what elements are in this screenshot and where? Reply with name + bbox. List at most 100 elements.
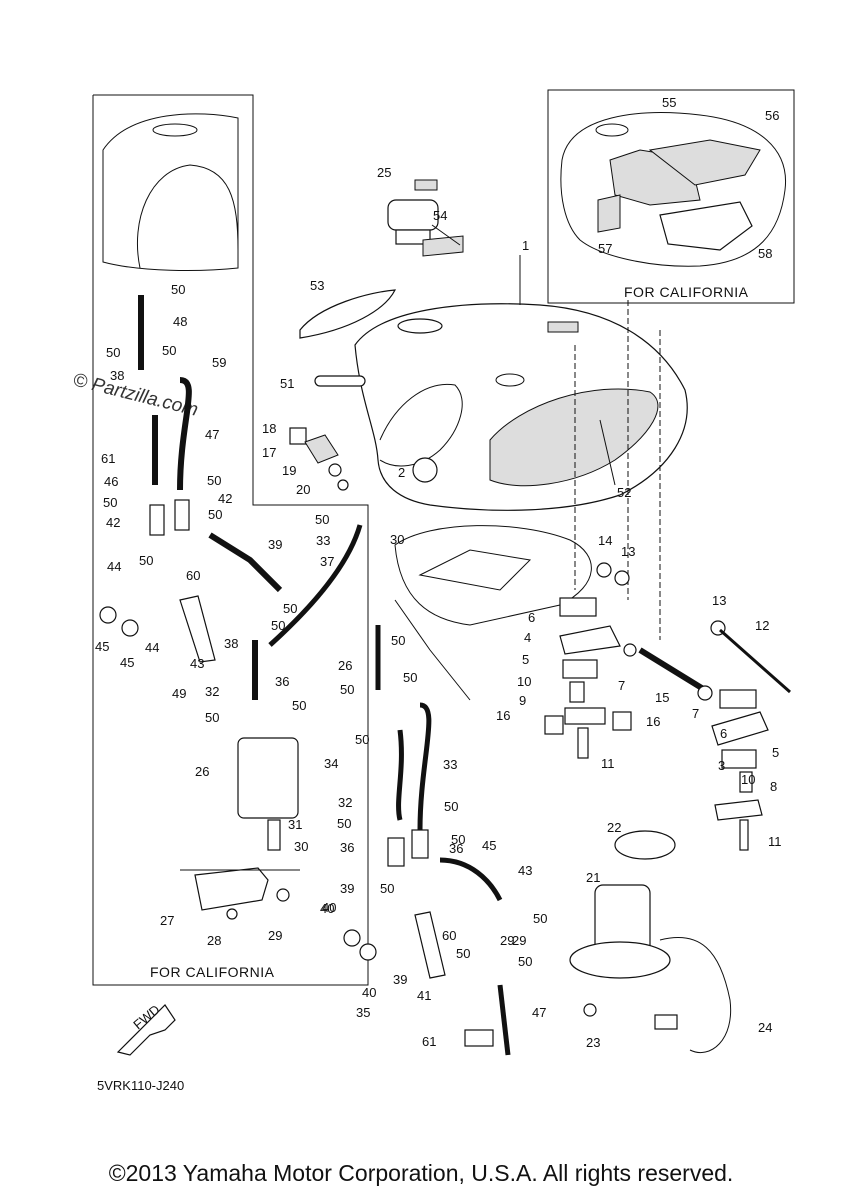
part-callout-50: 50 [391,633,405,648]
frame-sketch [394,525,592,701]
part-callout-50: 50 [106,345,120,360]
part-callout-47: 47 [532,1005,546,1020]
part-callout-7: 7 [618,678,625,693]
part-callout-30: 30 [294,839,308,854]
part-callout-13: 13 [621,544,635,559]
part-callout-54: 54 [433,208,447,223]
part-callout-40: 40 [320,901,334,916]
part-callout-25: 25 [377,165,391,180]
part-callout-13: 13 [712,593,726,608]
part-callout-44: 44 [145,640,159,655]
part-callout-6: 6 [720,726,727,741]
part-callout-56: 56 [765,108,779,123]
part-callout-16: 16 [646,714,660,729]
part-callout-50: 50 [103,495,117,510]
part-callout-21: 21 [586,870,600,885]
part-callout-29: 29 [500,933,514,948]
part-callout-50: 50 [456,946,470,961]
part-callout-39: 39 [268,537,282,552]
part-callout-50: 50 [283,601,297,616]
diagram-code: 5VRK110-J240 [97,1078,184,1093]
part-callout-53: 53 [310,278,324,293]
part-callout-50: 50 [533,911,547,926]
part-callout-2: 2 [398,465,405,480]
part-callout-46: 46 [104,474,118,489]
fuel-tank [354,300,688,640]
part-callout-61: 61 [422,1034,436,1049]
part-callout-26: 26 [338,658,352,673]
part-callout-61: 61 [101,451,115,466]
part-callout-6: 6 [528,610,535,625]
part-callout-50: 50 [271,618,285,633]
part-callout-59: 59 [212,355,226,370]
part-callout-22: 22 [607,820,621,835]
part-callout-50: 50 [380,881,394,896]
part-callout-10: 10 [741,772,755,787]
part-callout-48: 48 [173,314,187,329]
forward-arrow: FWD [116,1002,176,1056]
part-callout-1: 1 [522,238,529,253]
part-callout-50: 50 [355,732,369,747]
part-callout-17: 17 [262,445,276,460]
part-callout-31: 31 [288,817,302,832]
part-callout-16: 16 [496,708,510,723]
california-tank-sketch [102,113,239,271]
part-callout-51: 51 [280,376,294,391]
part-callout-50: 50 [162,343,176,358]
part-callout-38: 38 [224,636,238,651]
part-callout-9: 9 [519,693,526,708]
part-callout-35: 35 [356,1005,370,1020]
part-callout-50: 50 [337,816,351,831]
part-callout-20: 20 [296,482,310,497]
part-callout-15: 15 [655,690,669,705]
part-callout-40: 40 [322,900,336,915]
part-callout-32: 32 [205,684,219,699]
part-callout-5: 5 [522,652,529,667]
part-callout-10: 10 [517,674,531,689]
part-callout-26: 26 [195,764,209,779]
part-callout-33: 33 [443,757,457,772]
part-callout-3: 3 [718,758,725,773]
part-callout-11: 11 [768,834,782,849]
california-box-right: FOR CALIFORNIA [547,89,795,304]
part-callout-50: 50 [207,473,221,488]
part-callout-50: 50 [205,710,219,725]
part-callout-43: 43 [518,863,532,878]
part-callout-42: 42 [218,491,232,506]
part-callout-12: 12 [755,618,769,633]
part-callout-50: 50 [444,799,458,814]
part-callout-40: 40 [362,985,376,1000]
parts-shapes [99,179,791,1056]
part-callout-39: 39 [340,881,354,896]
part-callout-50: 50 [208,507,222,522]
part-callout-4: 4 [524,630,531,645]
part-callout-43: 43 [190,656,204,671]
part-callout-28: 28 [207,933,221,948]
part-callout-50: 50 [518,954,532,969]
part-callout-38: 38 [110,368,124,383]
part-callout-33: 33 [316,533,330,548]
part-callout-36: 36 [340,840,354,855]
part-callout-11: 11 [601,756,615,771]
part-callout-42: 42 [106,515,120,530]
california-box-left: FOR CALIFORNIA [92,94,369,986]
part-callout-58: 58 [758,246,772,261]
part-callout-50: 50 [315,512,329,527]
part-callout-41: 41 [417,988,431,1003]
part-callout-60: 60 [442,928,456,943]
part-callout-50: 50 [340,682,354,697]
box-title-left: FOR CALIFORNIA [150,964,275,980]
part-callout-57: 57 [598,241,612,256]
copyright-notice: ©2013 Yamaha Motor Corporation, U.S.A. A… [108,1160,734,1186]
part-callout-32: 32 [338,795,352,810]
part-callout-50: 50 [403,670,417,685]
part-callout-36: 36 [275,674,289,689]
part-callout-50: 50 [451,832,465,847]
part-callout-50: 50 [139,553,153,568]
box-title-right: FOR CALIFORNIA [624,284,749,300]
part-callout-47: 47 [205,427,219,442]
part-callout-36: 36 [449,841,463,856]
part-callout-29: 29 [512,933,526,948]
